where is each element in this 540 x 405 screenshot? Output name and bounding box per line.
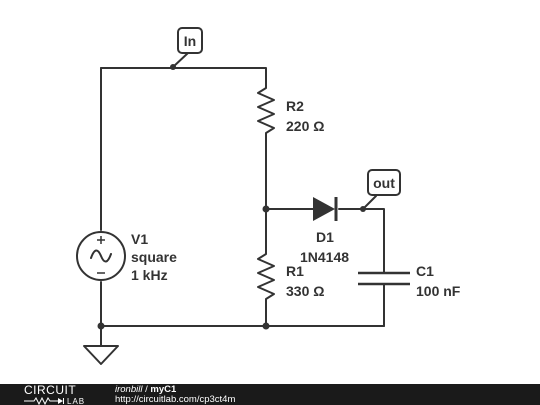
junction-dot: [262, 205, 270, 213]
voltage-source-v1[interactable]: [76, 231, 126, 281]
circuitlab-logo: CIRCUIT LAB: [24, 384, 85, 405]
r2-ref-label: R2: [286, 98, 304, 114]
resistor-r1[interactable]: [257, 247, 275, 308]
footer-user-link[interactable]: ironbill: [115, 384, 143, 395]
junction-dot: [262, 322, 270, 330]
c1-ref-label: C1: [416, 263, 434, 279]
v1-freq-label: 1 kHz: [131, 267, 168, 283]
footer-url-line: http://circuitlab.com/cp3ct4m: [115, 395, 235, 405]
node-label-in-text: In: [184, 33, 196, 49]
footer-text: ironbill / myC1 http://circuitlab.com/cp…: [115, 385, 235, 405]
r1-ref-label: R1: [286, 263, 304, 279]
wire-diode-to-out: [338, 208, 385, 274]
circuit-schematic: In out R2 220 Ω R1 330 Ω D1 1N4148 C1 10…: [76, 27, 461, 365]
junction-dot: [97, 322, 105, 330]
footer-project-link[interactable]: myC1: [150, 384, 177, 395]
v1-type-label: square: [131, 249, 177, 265]
footer-separator: /: [142, 384, 151, 395]
wire-top: [100, 67, 267, 87]
logo-bottom-text: LAB: [67, 397, 85, 405]
resistor-r2[interactable]: [257, 85, 275, 141]
footer-url-link[interactable]: http://circuitlab.com/cp3ct4m: [115, 394, 236, 405]
diode-d1[interactable]: [313, 197, 338, 221]
d1-part-label: 1N4148: [300, 249, 349, 265]
c1-value-label: 100 nF: [416, 283, 461, 299]
r1-value-label: 330 Ω: [286, 283, 324, 299]
probe-lead-in: [172, 52, 189, 68]
node-label-in[interactable]: In: [177, 27, 203, 54]
d1-ref-label: D1: [316, 229, 334, 245]
v1-ref-label: V1: [131, 231, 148, 247]
footer-title-line: ironbill / myC1: [115, 385, 235, 395]
footer-bar: CIRCUIT LAB ironbill / myC1 http://circu…: [0, 384, 540, 405]
probe-lead-out: [362, 195, 377, 210]
r2-value-label: 220 Ω: [286, 118, 324, 134]
logo-top-text: CIRCUIT: [24, 384, 76, 397]
ground-symbol[interactable]: [83, 345, 119, 365]
capacitor-c1[interactable]: [358, 271, 410, 286]
node-label-out-text: out: [373, 175, 395, 191]
node-label-out[interactable]: out: [367, 169, 401, 196]
